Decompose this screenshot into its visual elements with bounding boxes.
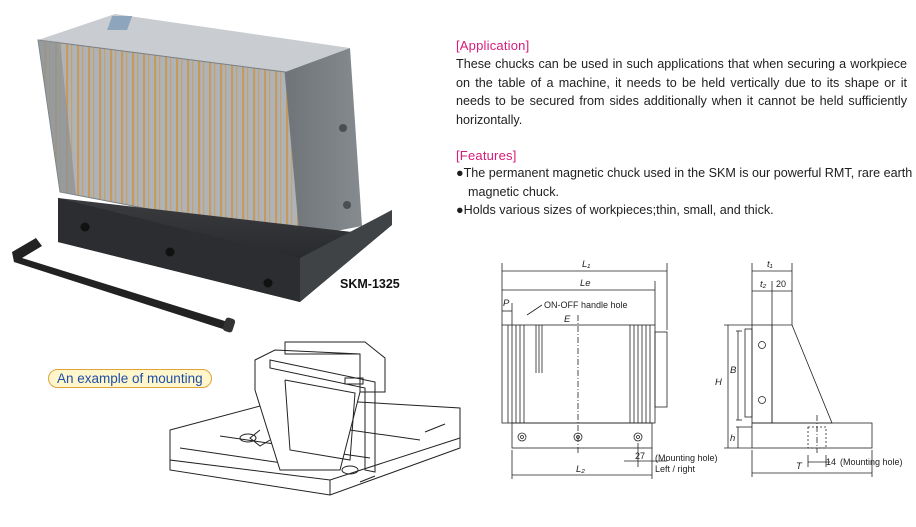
dim-T-label: T bbox=[796, 461, 803, 472]
dim-H-label: H bbox=[715, 377, 722, 388]
dim-B-label: B bbox=[730, 365, 737, 376]
mounting-example-badge: An example of mounting bbox=[48, 369, 212, 388]
dim-L2-label: L₂ bbox=[576, 464, 585, 475]
model-label: SKM-1325 bbox=[340, 277, 400, 291]
feature-item: ●The permanent magnetic chuck used in th… bbox=[456, 166, 913, 199]
left-right-label: Left / right bbox=[655, 464, 696, 474]
product-photo bbox=[12, 14, 392, 333]
dim-t1-label: t₁ bbox=[767, 259, 773, 270]
dim-P-label: P bbox=[503, 298, 510, 309]
dim-14-label: 14 bbox=[826, 457, 836, 467]
dimension-drawing-side: t₁ t₂ 20 H B h T 14 (Mounting hole) bbox=[715, 259, 903, 477]
mounting-example-drawing bbox=[169, 341, 461, 496]
dimension-drawing-front: L₁ Le P ON-OFF handle hole E 27 (Mountin… bbox=[501, 259, 718, 479]
mounting-hole-lr-label: (Mounting hole) bbox=[655, 453, 718, 463]
feature-item: ●Holds various sizes of workpieces;thin,… bbox=[456, 203, 774, 217]
dim-E-label: E bbox=[564, 314, 571, 325]
dim-L1-label: L₁ bbox=[582, 259, 590, 270]
dim-27-label: 27 bbox=[635, 451, 645, 461]
dim-h-label: h bbox=[730, 433, 735, 444]
dim-t2-label: t₂ bbox=[760, 279, 767, 290]
application-text: These chucks can be used in such applica… bbox=[456, 57, 907, 127]
on-off-handle-hole-label: ON-OFF handle hole bbox=[544, 300, 628, 310]
application-title: [Application] bbox=[456, 38, 530, 53]
dim-20-label: 20 bbox=[776, 279, 786, 289]
dim-Le-label: Le bbox=[580, 278, 591, 289]
features-title: [Features] bbox=[456, 148, 517, 163]
mounting-hole-label: (Mounting hole) bbox=[840, 457, 903, 467]
